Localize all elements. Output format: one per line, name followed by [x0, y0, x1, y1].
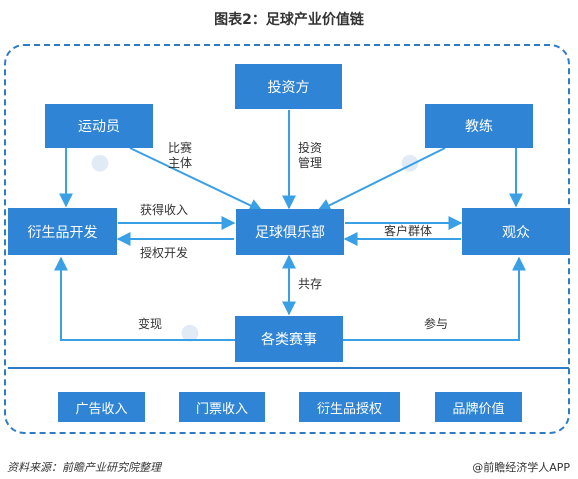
label-gain-income: 获得收入 [140, 203, 189, 217]
coach-node: 教练 [425, 104, 533, 148]
label-customer-group: 客户群体 [384, 224, 433, 238]
label-license-dev: 授权开发 [140, 246, 189, 260]
revenue-item-ticket: 门票收入 [179, 392, 265, 422]
arrow-events-derivative [54, 256, 235, 341]
label-coexist: 共存 [298, 277, 323, 291]
club-node: 足球俱乐部 [236, 209, 344, 255]
source-note: 资料来源：前瞻产业研究院整理 [7, 461, 161, 474]
revenue-item-ad: 广告收入 [58, 392, 145, 422]
arrow-events-audience [343, 256, 526, 341]
investor-node: 投资方 [235, 64, 342, 109]
derivative-dev-node: 衍生品开发 [8, 208, 117, 255]
label-competition-subject: 比赛 主体 [168, 141, 193, 170]
events-node: 各类赛事 [235, 316, 343, 362]
revenue-item-brand: 品牌价值 [435, 392, 522, 422]
label-monetize: 变现 [138, 317, 163, 331]
label-investment-mgmt: 投资 管理 [298, 141, 323, 170]
label-participate: 参与 [424, 317, 449, 331]
revenue-item-derivative-license: 衍生品授权 [299, 392, 400, 422]
credit-note: @前瞻经济学人APP [472, 461, 570, 474]
athlete-node: 运动员 [45, 104, 153, 148]
arrow-coach-club [316, 147, 446, 212]
arrow-athlete-club [129, 147, 264, 212]
page-title: 图表2：足球产业价值链 [214, 12, 364, 28]
section-divider [8, 367, 569, 369]
audience-node: 观众 [462, 208, 570, 255]
